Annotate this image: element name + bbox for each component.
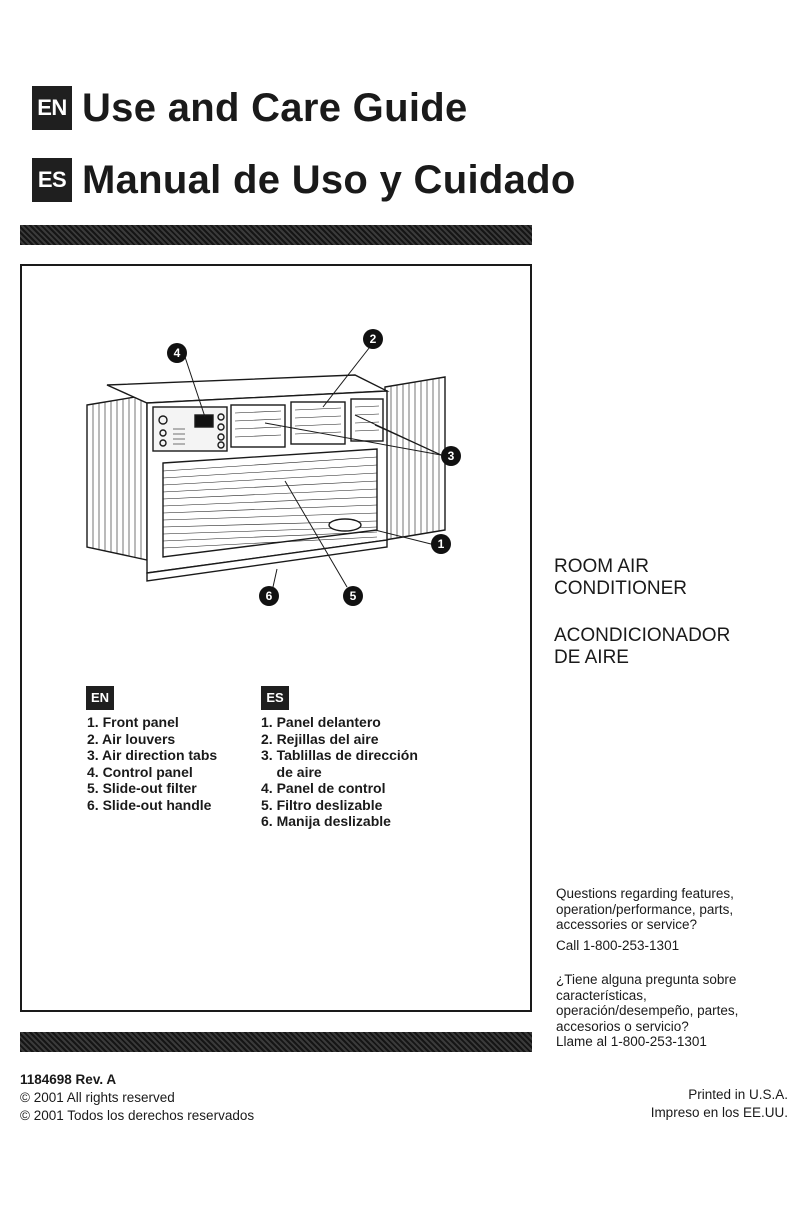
copyright-en: © 2001 All rights reserved [20, 1090, 175, 1105]
footer-right: Printed in U.S.A. Impreso en los EE.UU. [651, 1086, 788, 1122]
es-language-badge: ES [32, 158, 72, 202]
help-en-line: accessories or service? [556, 917, 698, 932]
svg-text:6: 6 [266, 589, 273, 603]
legend-es-item: de aire [261, 763, 322, 780]
legend-en-item: 5. Slide-out filter [87, 780, 197, 796]
title-es-text: Manual de Uso y Cuidado [82, 158, 576, 202]
control-panel [152, 406, 228, 452]
callout-3: 3 [441, 446, 461, 466]
help-es-line: operación/desempeño, partes, [556, 1003, 739, 1018]
bottom-divider-bar [20, 1032, 532, 1052]
copyright-es: © 2001 Todos los derechos reservados [20, 1108, 255, 1123]
svg-text:2: 2 [370, 332, 377, 346]
help-es-line: accesorios o servicio? [556, 1018, 689, 1034]
legend-en-item: 3. Air direction tabs [87, 747, 218, 763]
callout-1: 1 [431, 534, 451, 554]
help-en-line: operation/performance, parts, [556, 901, 734, 917]
product-name-es-line1: ACONDICIONADOR [554, 625, 731, 646]
callout-2: 2 [363, 329, 383, 349]
product-name-en-line2: CONDITIONER [554, 578, 687, 599]
product-name-es-line2: DE AIRE [554, 647, 629, 668]
legend-es-item: 6. Manija deslizable [261, 813, 391, 829]
product-name-es: ACONDICIONADOR DE AIRE [554, 625, 730, 669]
svg-text:1: 1 [438, 537, 445, 551]
printed-en: Printed in U.S.A. [688, 1087, 788, 1102]
callout-4: 4 [167, 343, 187, 363]
legend-es-item: 1. Panel delantero [261, 714, 381, 730]
help-es-phone[interactable]: Llame al 1-800-253-1301 [556, 1034, 707, 1049]
top-divider-bar [20, 225, 532, 245]
printed-es: Impreso en los EE.UU. [650, 1105, 788, 1120]
title-en: EN Use and Care Guide [32, 86, 468, 130]
help-es-line: ¿Tiene alguna pregunta sobre [556, 972, 737, 987]
legend-en-item: 4. Control panel [87, 763, 193, 780]
help-es-line: características, [556, 987, 647, 1003]
legend-es-badge: ES [261, 686, 289, 710]
legend-es-list: 1. Panel delantero 2. Rejillas del aire … [261, 714, 481, 830]
air-conditioner-illustration: 4 2 3 1 6 5 [86, 329, 461, 606]
help-en: Questions regarding features, operation/… [556, 886, 796, 953]
legend-en-item: 1. Front panel [87, 714, 179, 730]
legend-es-item: 3. Tablillas de dirección [261, 747, 418, 763]
legend-en-item: 2. Air louvers [87, 730, 176, 747]
title-es: ES Manual de Uso y Cuidado [32, 158, 576, 202]
legend-en-badge: EN [86, 686, 114, 710]
svg-text:5: 5 [350, 589, 357, 603]
legend-es-item: 2. Rejillas del aire [261, 730, 379, 747]
help-en-phone[interactable]: Call 1-800-253-1301 [556, 937, 680, 953]
product-name-en: ROOM AIR CONDITIONER [554, 556, 687, 600]
product-name-en-line1: ROOM AIR [554, 556, 650, 577]
legend-en-item: 6. Slide-out handle [87, 796, 212, 813]
footer-left: 1184698 Rev. A © 2001 All rights reserve… [20, 1071, 254, 1125]
title-en-text: Use and Care Guide [82, 86, 468, 130]
en-language-badge: EN [32, 86, 72, 130]
document-number: 1184698 Rev. A [20, 1072, 117, 1087]
help-es: ¿Tiene alguna pregunta sobre característ… [556, 972, 796, 1050]
help-en-line: Questions regarding features, [556, 886, 734, 901]
legend-es-item: 4. Panel de control [261, 780, 386, 796]
legend-es-item: 5. Filtro deslizable [261, 796, 383, 813]
callout-6: 6 [259, 586, 279, 606]
legend-en-list: 1. Front panel 2. Air louvers 3. Air dir… [87, 714, 257, 813]
air-louvers [230, 398, 384, 448]
callout-5: 5 [343, 586, 363, 606]
svg-text:4: 4 [174, 346, 181, 360]
svg-text:3: 3 [448, 449, 455, 463]
illustration-frame [20, 264, 532, 1012]
